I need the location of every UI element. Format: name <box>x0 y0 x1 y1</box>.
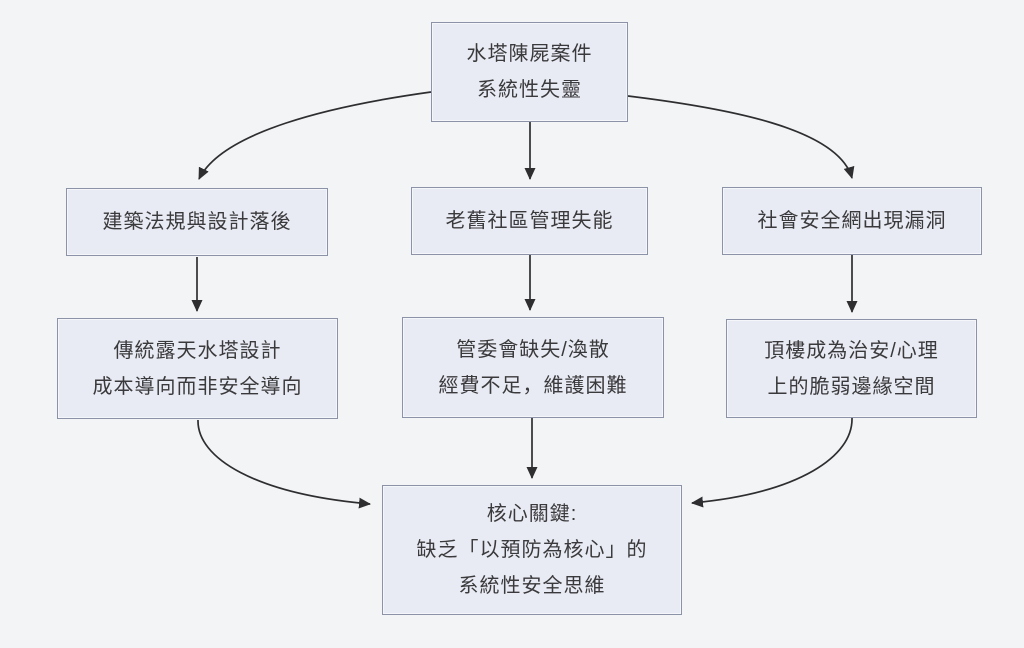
node-detail-committee: 管委會缺失/渙散 經費不足，維護困難 <box>402 317 664 418</box>
arrow-root-to-cause-regulation <box>198 91 432 180</box>
node-cause-safety-net: 社會安全網出現漏洞 <box>722 187 982 255</box>
node-root-line-2: 系統性失靈 <box>477 79 582 101</box>
node-detail-rooftop-line-1: 頂樓成為治安/心理 <box>764 339 939 362</box>
arrow-root-to-cause-safety-net <box>627 95 855 179</box>
node-cause-community: 老舊社區管理失能 <box>411 187 648 255</box>
node-cause-safety-net-line-1: 社會安全網出現漏洞 <box>757 210 947 232</box>
node-detail-rooftop: 頂樓成為治安/心理 上的脆弱邊緣空間 <box>726 319 977 418</box>
arrow-detail-rooftop-to-core <box>691 417 853 508</box>
node-detail-committee-line-2: 經費不足，維護困難 <box>438 374 628 397</box>
node-core-line-1: 核心關鍵: <box>486 503 578 525</box>
node-detail-water-tower: 傳統露天水塔設計 成本導向而非安全導向 <box>57 318 338 419</box>
node-core-line-2: 缺乏「以預防為核心」的 <box>416 539 648 561</box>
node-detail-rooftop-line-2: 上的脆弱邊緣空間 <box>767 375 936 398</box>
node-cause-community-line-1: 老舊社區管理失能 <box>445 210 614 232</box>
node-root: 水塔陳屍案件 系統性失靈 <box>431 22 628 122</box>
node-core: 核心關鍵: 缺乏「以預防為核心」的 系統性安全思維 <box>382 485 682 615</box>
node-detail-committee-line-1: 管委會缺失/渙散 <box>456 338 610 361</box>
node-core-line-3: 系統性安全思維 <box>458 575 606 597</box>
node-cause-regulation: 建築法規與設計落後 <box>66 188 328 256</box>
arrow-detail-water-tower-to-core <box>197 419 371 509</box>
node-detail-water-tower-line-1: 傳統露天水塔設計 <box>113 339 282 362</box>
node-root-line-1: 水塔陳屍案件 <box>466 43 593 65</box>
node-detail-water-tower-line-2: 成本導向而非安全導向 <box>92 375 303 398</box>
node-cause-regulation-line-1: 建築法規與設計落後 <box>102 211 292 233</box>
